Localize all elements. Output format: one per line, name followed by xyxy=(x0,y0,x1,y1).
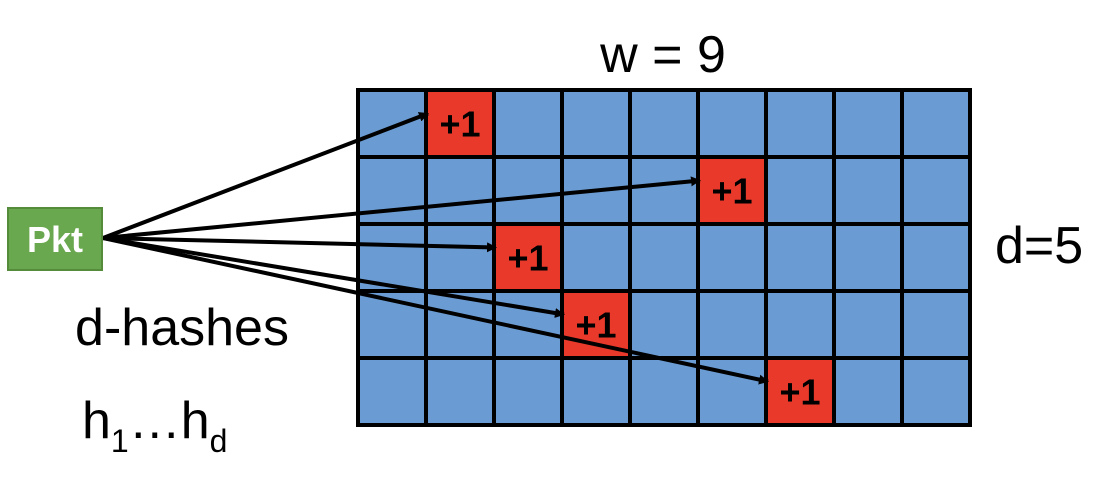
hash-arrow xyxy=(102,236,565,318)
hash-arrows xyxy=(102,111,769,385)
grid-cell xyxy=(628,289,700,360)
sketch-grid xyxy=(356,88,972,427)
grid-cell xyxy=(424,155,496,226)
hit-cell-fill xyxy=(496,226,560,289)
hash-arrow xyxy=(102,236,769,385)
packet-box: Pkt xyxy=(7,207,103,271)
grid-cell xyxy=(696,88,768,159)
hit-cell-fill xyxy=(428,92,492,155)
increment-label: +1 xyxy=(779,372,820,413)
hit-cell: +1 xyxy=(428,92,492,155)
grid-cell xyxy=(832,289,904,360)
grid-cell xyxy=(832,88,904,159)
grid-cell xyxy=(832,222,904,293)
grid-cell xyxy=(560,88,632,159)
grid-cell xyxy=(560,356,632,427)
grid-cell xyxy=(356,222,428,293)
depth-label: d=5 xyxy=(995,217,1083,275)
hit-cell: +1 xyxy=(700,159,764,222)
grid-cell xyxy=(900,289,972,360)
hit-cell: +1 xyxy=(564,293,628,356)
grid-cell xyxy=(900,356,972,427)
grid-cell xyxy=(560,222,632,293)
hit-cell: +1 xyxy=(768,360,832,423)
grid-cell xyxy=(628,356,700,427)
grid-cell xyxy=(696,222,768,293)
hit-cell-fill xyxy=(768,360,832,423)
grid-cell xyxy=(492,356,564,427)
packet-label: Pkt xyxy=(27,219,83,260)
hit-cell-fill xyxy=(700,159,764,222)
increment-label: +1 xyxy=(711,171,752,212)
grid-cell xyxy=(628,155,700,226)
hash-functions-label: h1…hd xyxy=(82,392,227,459)
grid-cell xyxy=(628,88,700,159)
grid-cell xyxy=(764,289,836,360)
grid-cell xyxy=(832,155,904,226)
grid-cell xyxy=(424,356,496,427)
increment-label: +1 xyxy=(575,305,616,346)
grid-cell xyxy=(900,222,972,293)
hash-base-1: h xyxy=(82,392,111,450)
grid-cell xyxy=(492,155,564,226)
hash-arrow xyxy=(102,236,497,253)
hash-ellipsis: …h xyxy=(129,392,210,450)
grid-cell xyxy=(356,356,428,427)
width-label: w = 9 xyxy=(599,26,726,84)
grid-cell xyxy=(424,222,496,293)
increment-label: +1 xyxy=(439,104,480,145)
hash-subscript-d: d xyxy=(210,423,228,459)
hash-arrow xyxy=(102,111,429,240)
grid-cell xyxy=(832,356,904,427)
grid-cell xyxy=(900,155,972,226)
hash-subscript-1: 1 xyxy=(111,423,129,459)
grid-cell xyxy=(696,289,768,360)
grid-cell xyxy=(764,222,836,293)
grid-cell xyxy=(900,88,972,159)
hashes-label: d-hashes xyxy=(75,299,289,357)
grid-cell xyxy=(628,222,700,293)
hit-cell: +1 xyxy=(496,226,560,289)
grid-cell xyxy=(764,88,836,159)
grid-cell xyxy=(764,155,836,226)
grid-cell xyxy=(492,88,564,159)
increment-label: +1 xyxy=(507,238,548,279)
hash-arrow xyxy=(102,176,701,240)
grid-cell xyxy=(356,88,428,159)
hit-cells: +1 +1 +1 +1 +1 xyxy=(428,92,832,423)
